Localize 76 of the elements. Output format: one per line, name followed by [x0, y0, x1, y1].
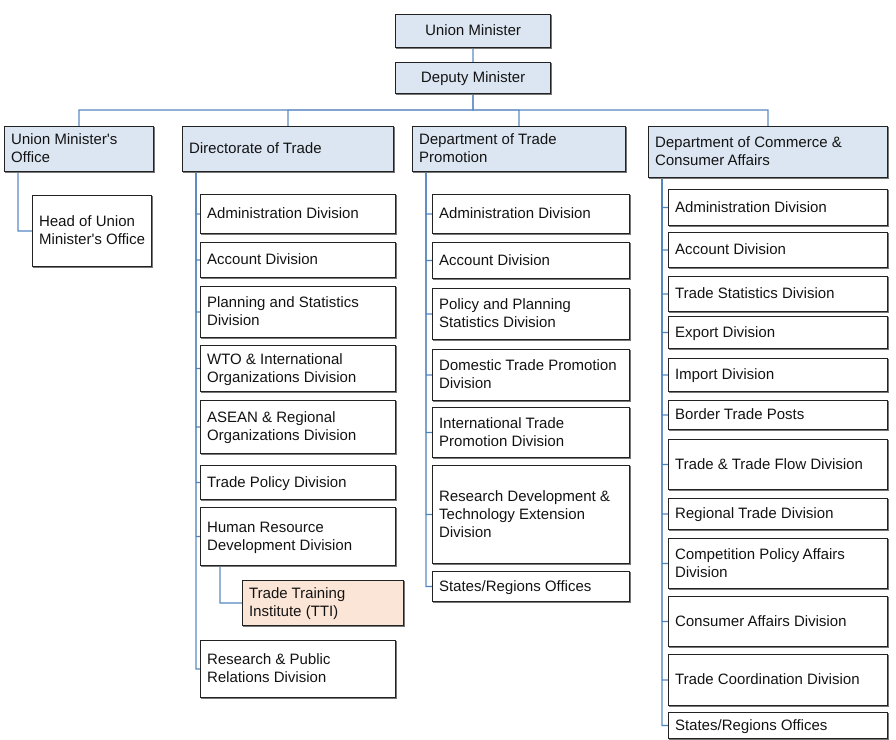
- org-box: [200, 640, 396, 698]
- org-box: [200, 242, 396, 278]
- unit-name: Import Division: [675, 366, 774, 384]
- org-box: [412, 126, 626, 172]
- org-box: [200, 286, 396, 338]
- unit-name: Export Division: [675, 324, 776, 342]
- unit-name: Consumer Affairs Division: [675, 612, 846, 630]
- unit-name: Planning and Statistics Division: [207, 294, 360, 330]
- unit-name: Deputy Minister: [420, 69, 526, 87]
- org-box: [648, 126, 888, 178]
- unit-name: Domestic Trade Promotion Division: [439, 357, 618, 393]
- connector-line: [219, 566, 242, 604]
- unit-name: Head of Union Minister's Office: [39, 213, 145, 249]
- unit-name: Administration Division: [439, 205, 591, 223]
- org-box: [242, 580, 404, 626]
- org-box: [432, 242, 630, 279]
- connector-line: [472, 94, 769, 126]
- connector-line: [17, 172, 32, 232]
- org-box: [668, 654, 888, 706]
- org-box: [32, 195, 152, 267]
- unit-name: WTO & International Organizations Division: [207, 350, 358, 386]
- org-box: [668, 316, 888, 349]
- org-box: [668, 232, 888, 268]
- connector-line: [425, 172, 432, 588]
- unit-name: Administration Division: [675, 198, 827, 216]
- org-box: [432, 194, 630, 234]
- unit-name: Trade Statistics Division: [675, 285, 834, 303]
- unit-name: International Trade Promotion Division: [439, 414, 566, 450]
- org-box: [668, 712, 888, 739]
- unit-name: Department of Commerce & Consumer Affairs: [655, 134, 843, 170]
- unit-name: Human Resource Development Division: [207, 518, 354, 554]
- unit-name: Account Division: [439, 252, 550, 270]
- unit-name: Union Minister: [425, 22, 521, 40]
- org-box: [668, 189, 888, 226]
- org-box: [200, 465, 396, 500]
- unit-name: States/Regions Offices: [439, 578, 592, 596]
- unit-name: Trade Training Institute (TTI): [249, 585, 346, 621]
- org-box: [668, 358, 888, 392]
- unit-name: Department of Trade Promotion: [419, 131, 558, 167]
- unit-name: Border Trade Posts: [675, 406, 804, 424]
- unit-name: Trade Policy Division: [207, 474, 346, 492]
- unit-name: Regional Trade Division: [675, 505, 834, 523]
- unit-name: States/Regions Offices: [675, 716, 828, 734]
- org-box: [200, 194, 396, 234]
- unit-name: ASEAN & Regional Organizations Division: [207, 409, 358, 445]
- org-box: [432, 288, 630, 340]
- org-box: [200, 507, 396, 566]
- unit-name: Trade Coordination Division: [675, 671, 860, 689]
- org-box: [432, 349, 630, 401]
- connector-line: [195, 172, 200, 670]
- unit-name: Trade & Trade Flow Division: [675, 456, 863, 474]
- org-box: [668, 596, 888, 647]
- unit-name: Directorate of Trade: [189, 140, 322, 158]
- org-box: [432, 407, 630, 458]
- org-box: [182, 126, 394, 172]
- org-box: [668, 538, 888, 589]
- org-box: [668, 400, 888, 430]
- connector-line: [472, 48, 474, 62]
- org-box: [200, 345, 396, 392]
- unit-name: Union Minister's Office: [11, 131, 118, 167]
- unit-name: Account Division: [207, 251, 318, 269]
- unit-name: Account Division: [675, 241, 786, 259]
- unit-name: Administration Division: [207, 205, 359, 223]
- org-box: [432, 465, 630, 564]
- org-box: [668, 276, 888, 312]
- org-box: [395, 14, 551, 48]
- unit-name: Research Development & Technology Extension Division: [439, 488, 611, 542]
- org-box: [668, 439, 888, 490]
- org-box: [200, 400, 396, 454]
- unit-name: Policy and Planning Statistics Division: [439, 296, 572, 332]
- org-box: [395, 62, 551, 94]
- org-box: [432, 571, 630, 602]
- org-box: [668, 498, 888, 530]
- unit-name: Competition Policy Affairs Division: [675, 546, 846, 582]
- org-box: [4, 126, 154, 172]
- unit-name: Research & Public Relations Division: [207, 651, 332, 687]
